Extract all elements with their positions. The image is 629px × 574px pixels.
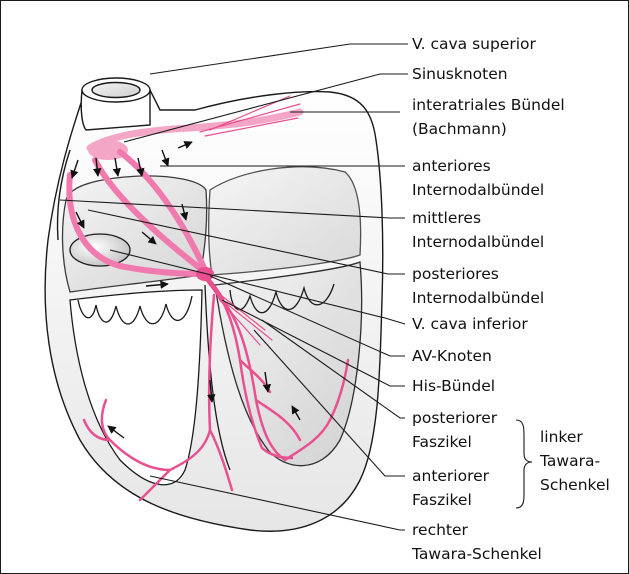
leader-v-cava-superior bbox=[150, 44, 408, 74]
label-anteriorer-1: anteriorer bbox=[412, 467, 490, 485]
brace-linker bbox=[516, 420, 532, 508]
label-linker-3: Schenkel bbox=[540, 476, 610, 494]
labels: V. cava superior Sinusknoten interatrial… bbox=[411, 35, 610, 563]
label-sinusknoten: Sinusknoten bbox=[412, 65, 508, 83]
label-linker-1: linker bbox=[540, 428, 583, 446]
label-anteriores-2: Internodalbündel bbox=[412, 181, 544, 199]
label-interatriales-1: interatriales Bündel bbox=[412, 96, 565, 114]
label-mittleres-2: Internodalbündel bbox=[412, 233, 544, 251]
label-posteriores-1: posteriores bbox=[412, 265, 499, 283]
label-v-cava-superior: V. cava superior bbox=[412, 35, 537, 53]
svc-lumen bbox=[92, 83, 140, 98]
label-v-cava-inferior: V. cava inferior bbox=[412, 315, 528, 333]
label-linker-2: Tawara- bbox=[539, 452, 600, 470]
label-av-knoten: AV-Knoten bbox=[412, 347, 492, 365]
label-anteriores-1: anteriores bbox=[412, 157, 491, 175]
label-posteriores-2: Internodalbündel bbox=[412, 289, 544, 307]
ivc-opening bbox=[70, 234, 130, 266]
label-posteriorer-2: Faszikel bbox=[412, 433, 472, 451]
label-rechter-1: rechter bbox=[412, 521, 469, 539]
left-atrium bbox=[209, 167, 361, 275]
label-interatriales-2: (Bachmann) bbox=[412, 120, 507, 138]
label-anteriorer-2: Faszikel bbox=[412, 491, 472, 509]
label-posteriorer-1: posteriorer bbox=[412, 409, 498, 427]
label-rechter-2: Tawara-Schenkel bbox=[411, 545, 542, 563]
label-mittleres-1: mittleres bbox=[412, 209, 481, 227]
label-his-buendel: His-Bündel bbox=[412, 377, 495, 395]
